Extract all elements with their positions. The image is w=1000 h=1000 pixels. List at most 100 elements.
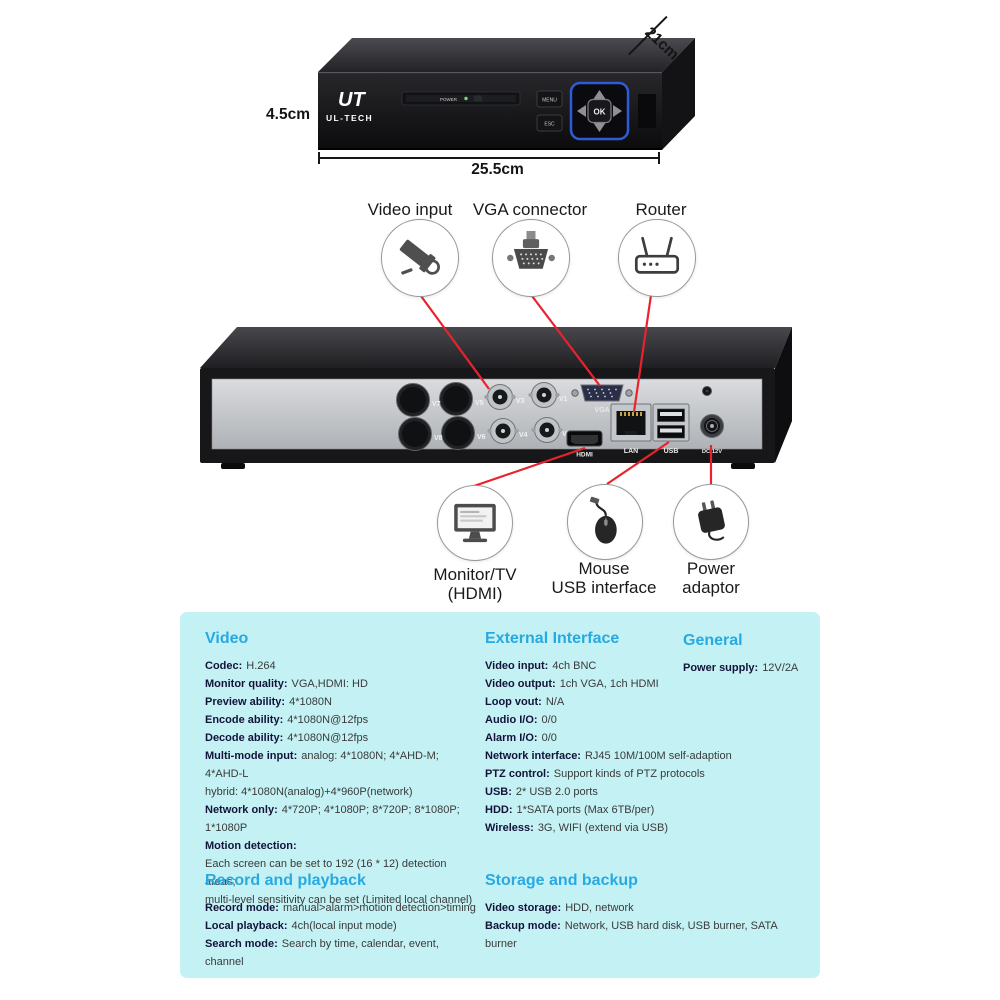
spec-row: Loop vout:N/A — [485, 693, 805, 711]
spec-row: HDD:1*SATA ports (Max 6TB/per) — [485, 801, 805, 819]
spec-row-label: Video storage: — [485, 902, 562, 914]
callout-circle-video-input — [381, 219, 459, 297]
svg-text:MENU: MENU — [542, 98, 557, 104]
ok-button[interactable] — [587, 98, 612, 124]
spec-row-value: 12V/2A — [762, 662, 799, 674]
spec-row: Network only:4*720P; 4*1080P; 8*720P; 8*… — [205, 801, 477, 837]
spec-row: Decode ability:4*1080N@12fps — [205, 729, 477, 747]
spec-heading: Storage and backup — [485, 872, 638, 889]
esc-button[interactable]: ESC — [536, 114, 563, 132]
callout-label-video-input: Video input — [367, 200, 453, 219]
callout-label-line: Power — [686, 559, 736, 578]
callout-label-line: Mouse — [578, 559, 630, 578]
usb-ports[interactable]: USB — [652, 403, 690, 455]
spec-row-value: Support kinds of PTZ protocols — [553, 768, 705, 780]
spec-row-value: 1ch VGA, 1ch HDMI — [559, 678, 659, 690]
callout-circle-vga-connector — [492, 219, 570, 297]
spec-row: Encode ability:4*1080N@12fps — [205, 711, 477, 729]
dc-power-jack[interactable]: DC 12V — [700, 414, 724, 456]
dvr-front-view: UT UL-TECH POWER MENU ESC OK — [318, 38, 695, 150]
spec-row-value: RJ45 10M/100M self-adaption — [584, 750, 732, 762]
vga-label: VGA — [594, 407, 609, 414]
arrow-right-icon[interactable] — [613, 105, 622, 117]
spec-section-general: General Power supply:12V/2A — [683, 632, 813, 677]
callout-label-vga-connector: VGA connector — [472, 200, 588, 219]
width-dimension-line — [318, 157, 660, 159]
spec-row-value: VGA,HDMI: HD — [291, 678, 368, 690]
spec-row: Motion detection: — [205, 837, 477, 855]
callout-label-line: USB interface — [551, 578, 657, 597]
spec-row: Audio I/O:0/0 — [485, 711, 805, 729]
front-top-face — [318, 38, 695, 72]
spec-row: Video output:1ch VGA, 1ch HDMI — [485, 675, 805, 693]
bnc-connector — [487, 418, 519, 444]
spec-row-value: 4*1080N@12fps — [287, 714, 369, 726]
spec-row: Alarm I/O:0/0 — [485, 729, 805, 747]
spec-row: PTZ control:Support kinds of PTZ protoco… — [485, 765, 805, 783]
spec-row: Record mode:manual>alarm>motion detectio… — [205, 899, 477, 917]
spec-row-label: Alarm I/O: — [485, 732, 538, 744]
spec-section-storage: Storage and backup Video storage:HDD, ne… — [485, 872, 805, 953]
svg-text:V4: V4 — [519, 432, 528, 439]
spec-row-label: Preview ability: — [205, 696, 286, 708]
dimension-height: 4.5cm — [266, 106, 310, 123]
mouse-icon — [589, 496, 617, 544]
spec-row: Search mode:Search by time, calendar, ev… — [205, 935, 477, 971]
spec-row-label: Motion detection: — [205, 840, 297, 852]
lan-label: LAN — [624, 448, 638, 455]
svg-text:V5: V5 — [475, 400, 484, 407]
ok-directional-pad[interactable]: OK — [569, 81, 630, 141]
spec-heading: Video — [205, 630, 249, 647]
svg-text:V6: V6 — [477, 434, 486, 441]
vga-connector-icon — [507, 231, 555, 269]
svg-text:V2: V2 — [562, 431, 571, 438]
spec-row-value: N/A — [545, 696, 565, 708]
front-slot: POWER — [401, 91, 521, 106]
svg-text:ESC: ESC — [544, 122, 555, 128]
camera-icon — [399, 239, 440, 275]
bnc-connectors[interactable] — [484, 382, 563, 444]
spec-row: Network interface:RJ45 10M/100M self-ada… — [485, 747, 805, 765]
spec-row-label: Record mode: — [205, 902, 279, 914]
vga-port[interactable]: VGA — [571, 384, 633, 414]
dvr-rear-view: V7 V5 V3 V1 V8 V6 V4 V2 VGA — [200, 327, 792, 469]
spec-row-value: 4ch BNC — [552, 660, 597, 672]
spec-row: Local playback:4ch(local input mode) — [205, 917, 477, 935]
spec-row-value: 4*1080N@12fps — [287, 732, 369, 744]
callout-label-line: (HDMI) — [447, 584, 503, 603]
spec-row: USB:2* USB 2.0 ports — [485, 783, 805, 801]
callout-label-router: Router — [635, 200, 687, 219]
router-icon — [634, 236, 680, 274]
arrow-up-icon[interactable] — [593, 90, 606, 99]
spec-row-label: Video output: — [485, 678, 556, 690]
bnc-labels: V7 V5 V3 V1 V8 V6 V4 V2 — [432, 396, 571, 442]
hdmi-label: HDMI — [576, 452, 593, 459]
spec-row-label: Monitor quality: — [205, 678, 288, 690]
device-foot — [221, 463, 245, 469]
spec-row-label: PTZ control: — [485, 768, 550, 780]
spec-row-value: Network, USB hard disk, USB burner, SATA… — [485, 920, 778, 950]
callout-label-power: Power adaptor — [646, 559, 776, 597]
svg-text:V7: V7 — [432, 401, 441, 408]
spec-row: Power supply:12V/2A — [683, 659, 813, 677]
svg-text:V3: V3 — [516, 398, 525, 405]
screw-hole — [702, 386, 712, 396]
callout-label-line: Monitor/TV — [433, 565, 517, 584]
spec-heading: External Interface — [485, 630, 620, 647]
spec-row-value: 0/0 — [541, 732, 557, 744]
spec-row-value: 3G, WIFI (extend via USB) — [537, 822, 669, 834]
spec-row-label: Audio I/O: — [485, 714, 538, 726]
spec-extra-line: Each screen can be set to 192 (16 * 12) … — [205, 858, 447, 888]
dimension-width: 25.5cm — [471, 161, 524, 178]
spec-row-value: 4*1080N — [289, 696, 332, 708]
menu-button[interactable]: MENU — [536, 90, 563, 108]
bnc-connector — [531, 417, 563, 443]
arrow-down-icon[interactable] — [593, 123, 606, 132]
callout-circle-power-adaptor — [673, 484, 749, 560]
callout-label-mouse: Mouse USB interface — [534, 559, 674, 597]
spec-row-value: 4*720P; 4*1080P; 8*720P; 8*1080P; 1*1080… — [205, 804, 460, 834]
arrow-left-icon[interactable] — [577, 105, 586, 117]
